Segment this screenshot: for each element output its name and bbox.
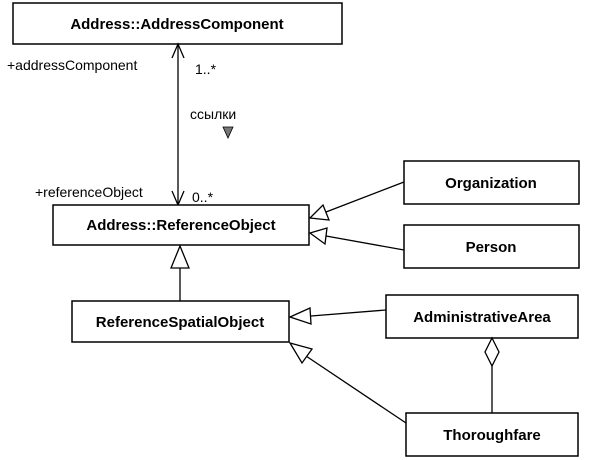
- generalization-organization-line: [325, 181, 405, 213]
- class-reference-spatial-object[interactable]: ReferenceSpatialObject: [71, 300, 290, 343]
- class-address-component[interactable]: Address::AddressComponent: [12, 2, 343, 45]
- multiplicity-bottom: 0..*: [192, 189, 214, 205]
- class-organization-name: Organization: [445, 175, 537, 192]
- direction-triangle-icon: [222, 126, 234, 139]
- generalization-thoroughfare-line: [305, 355, 407, 424]
- class-person[interactable]: Person: [403, 224, 580, 269]
- class-address-component-name: Address::AddressComponent: [70, 16, 283, 33]
- class-thoroughfare[interactable]: Thoroughfare: [405, 412, 579, 457]
- class-reference-spatial-object-name: ReferenceSpatialObject: [96, 314, 264, 331]
- role-reference-object: +referenceObject: [35, 184, 143, 200]
- role-address-component: +addressComponent: [7, 57, 137, 73]
- arrowhead-up: [171, 42, 185, 59]
- generalization-admin-area-line: [310, 309, 387, 317]
- class-administrative-area-name: AdministrativeArea: [413, 309, 551, 326]
- class-thoroughfare-name: Thoroughfare: [443, 427, 541, 444]
- association-name: ссылки: [190, 106, 236, 122]
- generalization-thoroughfare-arrow: [288, 341, 314, 365]
- class-reference-object[interactable]: Address::ReferenceObject: [52, 204, 310, 246]
- class-administrative-area[interactable]: AdministrativeArea: [385, 294, 579, 339]
- generalization-person-line: [325, 235, 405, 251]
- class-person-name: Person: [466, 239, 517, 256]
- generalization-person-arrow: [308, 227, 328, 246]
- class-organization[interactable]: Organization: [403, 160, 580, 205]
- aggregation-diamond: [484, 336, 500, 368]
- generalization-admin-area-arrow: [288, 307, 312, 325]
- class-reference-object-name: Address::ReferenceObject: [86, 217, 275, 234]
- multiplicity-top: 1..*: [195, 61, 217, 77]
- generalization-spatial-arrow: [170, 244, 190, 269]
- generalization-organization-arrow: [308, 203, 331, 221]
